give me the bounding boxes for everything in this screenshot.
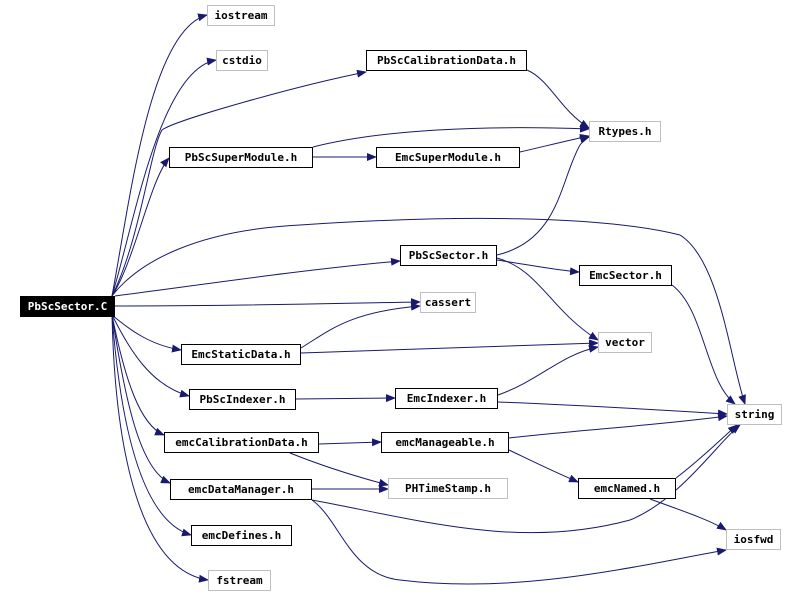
edge-emcmanageable-emcnamed	[508, 449, 579, 483]
node-emccalibrationdata-h[interactable]: emcCalibrationData.h	[164, 432, 319, 453]
edge-emcindexer-vector	[497, 344, 599, 396]
edge-emcindexer-string	[497, 401, 728, 418]
edge-emcdatamanager-iosfwd	[311, 499, 727, 585]
edge-root-iostream	[111, 13, 208, 297]
edge-root-pbscindexer	[111, 314, 190, 398]
node-pbscsector-h[interactable]: PbScSector.h	[400, 245, 497, 266]
edge-root-string-long	[111, 217, 746, 405]
edge-emcmanageable-string	[508, 413, 728, 439]
node-phtimestamp-h: PHTimeStamp.h	[388, 478, 508, 499]
edge-root-emcstaticdata	[111, 314, 182, 353]
node-pbscsector-c: PbScSector.C	[20, 296, 115, 317]
edge-root-cassert	[114, 298, 421, 307]
edge-emcstaticdata-cassert	[300, 302, 421, 349]
node-rtypes-h: Rtypes.h	[589, 121, 661, 142]
node-iostream: iostream	[207, 5, 275, 26]
edge-emcsupermodule-rtypes	[519, 133, 590, 153]
edge-pbscsector-vector	[496, 257, 599, 341]
edge-emccalibration-phtimestamp	[289, 452, 389, 487]
node-emcnamed-h[interactable]: emcNamed.h	[578, 478, 676, 499]
edge-pbscsector-emcsector	[496, 259, 580, 276]
node-cstdio: cstdio	[216, 50, 268, 71]
edge-emcsector-string	[671, 284, 736, 405]
edge-root-pbsccal	[111, 69, 367, 297]
node-string: string	[727, 404, 782, 425]
edge-emcnamed-iosfwd	[649, 498, 727, 531]
edge-root-fstream	[111, 314, 209, 583]
node-emcmanageable-h[interactable]: emcManageable.h	[381, 432, 509, 453]
edge-emcdatamanager-string	[311, 424, 741, 534]
edge-emcstaticdata-vector	[300, 339, 599, 354]
edge-emccalibration-emcmanageable	[318, 438, 382, 447]
edge-pbscindexer-emcindexer	[295, 394, 396, 403]
node-pbscsupermodule-h[interactable]: PbScSuperModule.h	[169, 147, 313, 168]
node-emcindexer-h[interactable]: EmcIndexer.h	[395, 388, 498, 409]
edge-root-cstdio	[111, 57, 217, 297]
node-vector: vector	[598, 332, 652, 353]
node-emcdefines-h[interactable]: emcDefines.h	[191, 525, 292, 546]
node-cassert: cassert	[420, 292, 476, 313]
edge-root-pbscsector-h	[114, 257, 401, 297]
node-emcsector-h[interactable]: EmcSector.h	[579, 265, 672, 286]
node-emcsupermodule-h[interactable]: EmcSuperModule.h	[376, 147, 520, 168]
node-emcstaticdata-h[interactable]: EmcStaticData.h	[181, 344, 301, 365]
edge-root-emcdatamanager	[111, 314, 171, 484]
edge-root-emcdefines	[111, 314, 192, 537]
edge-root-pbscsupermodule	[111, 157, 170, 297]
node-pbscindexer-h[interactable]: PbScIndexer.h	[189, 389, 296, 410]
edge-root-emccalibration	[111, 314, 165, 436]
edge-emcnamed-string	[675, 424, 738, 479]
edge-pbsccal-rtypes	[526, 69, 590, 129]
node-fstream: fstream	[208, 570, 271, 591]
node-pbsccalibrationdata-h[interactable]: PbScCalibrationData.h	[366, 50, 527, 71]
node-iosfwd: iosfwd	[726, 529, 781, 550]
edge-pbscsupermodule-rtypes	[312, 124, 590, 148]
node-emcdatamanager-h[interactable]: emcDataManager.h	[170, 479, 312, 500]
edge-pbscsector-rtypes	[496, 136, 590, 256]
